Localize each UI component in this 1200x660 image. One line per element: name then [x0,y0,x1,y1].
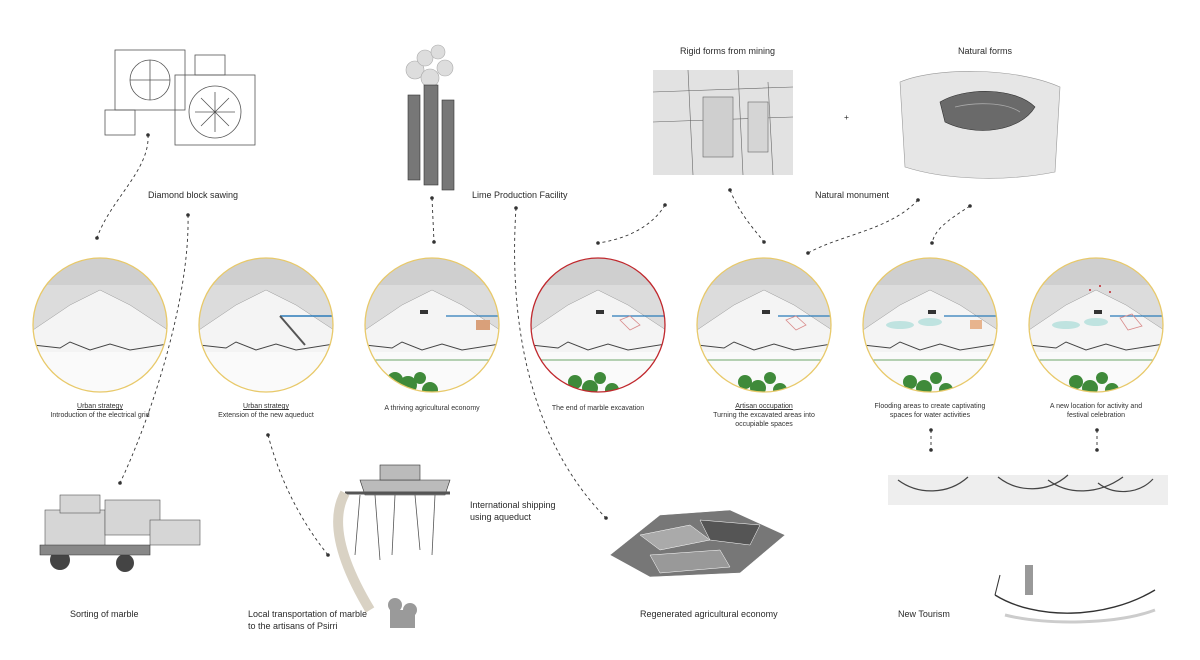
tourism-gondola-sketch [994,565,1156,624]
caption-1: Urban strategy Introduction of the elect… [25,402,175,420]
circle-2 [198,257,334,393]
caption-3-text: A thriving agricultural economy [384,405,480,412]
circle-6 [862,257,998,393]
caption-7-text: A new location for activity and festival… [1049,403,1143,419]
caption-7: A new location for activity and festival… [1021,402,1171,420]
connector-sawing-to-circle1 [96,134,149,239]
caption-2-title: Urban strategy [243,403,289,410]
caption-3: A thriving agricultural economy [357,404,507,413]
connector-natural-to-circle6 [931,205,971,244]
plus-sign: + [844,112,849,122]
circle-5-scene [697,258,831,392]
caption-5: Artisan occupation Turning the excavated… [689,402,839,429]
circle-6-scene [863,258,997,392]
label-natural-monument: Natural monument [815,190,890,200]
label-natural-forms: Natural forms [958,46,1013,56]
caption-5-text: Turning the excavated areas into occupia… [713,412,815,428]
label-local-transport-2: to the artisans of Psirri [248,621,338,631]
natural-forms-sketch [899,71,1061,179]
label-regenerated-economy: Regenerated agricultural economy [640,609,778,619]
label-diamond-sawing: Diamond block sawing [148,190,239,200]
circle-4 [530,257,666,393]
caption-2: Urban strategy Extension of the new aque… [191,402,341,420]
circle-3 [364,257,500,393]
circle-3-scene [365,258,499,392]
caption-6: Flooding areas to create captivating spa… [855,402,1005,420]
label-lime-facility: Lime Production Facility [472,190,568,200]
circle-7 [1028,257,1164,393]
caption-2-text: Extension of the new aqueduct [218,412,314,419]
label-international-shipping-1: International shipping [470,500,556,510]
circle-7-scene [1029,258,1163,392]
diamond-sawing-machine-sketch [104,49,256,146]
caption-5-title: Artisan occupation [735,403,793,410]
connector-circle2-to-ship [267,434,329,556]
marble-sorting-forklift-sketch [39,494,201,572]
connector-rigid-to-circle5 [729,189,765,243]
connector-rigid-to-circle4 [597,204,666,244]
circle-2-scene [199,258,333,392]
regenerated-fields-sketch [609,509,786,578]
rigid-mining-forms-sketch [652,69,794,176]
gondola-boats-sketch [888,474,1168,505]
label-sorting-marble: Sorting of marble [70,609,139,619]
connector-monument-to-circle5 [807,199,919,254]
label-local-transport-1: Local transportation of marble [248,609,368,619]
circle-1-scene [33,258,167,392]
lime-chimneys-sketch [405,44,455,191]
label-international-shipping-2: using aqueduct [470,512,532,522]
label-new-tourism: New Tourism [898,609,950,619]
caption-1-title: Urban strategy [77,403,123,410]
caption-6-text: Flooding areas to create captivating spa… [874,403,986,419]
connector-sawing-to-sorting [119,214,189,484]
aqueduct-ship-sketch [333,464,451,628]
caption-4: The end of marble excavation [523,404,673,413]
circle-5 [696,257,832,393]
caption-1-text: Introduction of the electrical grid [50,412,150,419]
connector-lime-to-regenerated [514,207,607,519]
circle-1 [32,257,168,393]
circle-4-scene [531,258,665,392]
label-rigid-forms: Rigid forms from mining [680,46,776,56]
connector-lime-to-circle3 [431,197,435,243]
caption-4-text: The end of marble excavation [551,405,645,412]
